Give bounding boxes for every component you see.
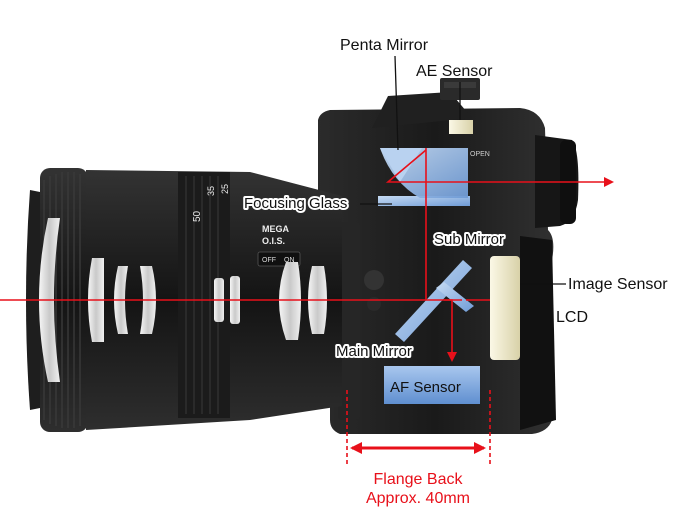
light-path	[0, 148, 614, 362]
lcd-label: LCD	[556, 309, 588, 326]
main-mirror-label: Main Mirror	[336, 343, 412, 360]
flange-back-distance-label: Approx. 40mm	[366, 490, 470, 507]
penta-mirror-leader	[394, 55, 399, 151]
lens-mount	[338, 222, 360, 420]
penta-mirror-label: Penta Mirror	[340, 37, 429, 54]
image-sensor-element	[490, 256, 520, 360]
af-sensor-label: AF Sensor	[390, 379, 461, 396]
flange-back-label: Flange Back	[374, 471, 464, 488]
focusing-glass-element	[378, 196, 470, 206]
sub-mirror-label: Sub Mirror	[434, 231, 504, 248]
af-sensor-element	[384, 366, 480, 404]
focal-25-marking: 25	[220, 184, 230, 194]
light-path-af-arrow	[444, 299, 457, 362]
ois-marking: O.I.S.	[262, 236, 285, 246]
internal-optics	[378, 120, 520, 404]
ois-on-label: ON	[284, 257, 295, 264]
ae-sensor-label: AE Sensor	[416, 63, 493, 80]
ae-sensor-element	[449, 120, 473, 134]
labels: Penta Mirror AE Sensor Focusing Glass Fo…	[242, 37, 668, 507]
sub-mirror-label-halo: Sub Mirror	[434, 231, 504, 248]
flange-back-dimension	[346, 390, 491, 466]
mega-marking: MEGA	[262, 224, 290, 234]
main-mirror-element	[395, 260, 472, 342]
focal-50-marking: 50	[192, 210, 203, 222]
sub-mirror-element	[436, 282, 474, 312]
ois-off-label: OFF	[262, 257, 276, 264]
open-marking: OPEN	[470, 151, 490, 158]
focal-35-marking: 35	[206, 186, 216, 196]
focusing-glass-label-halo: Focusing Glass	[244, 195, 347, 212]
lens-element	[279, 262, 301, 340]
focusing-glass-label: Focusing Glass	[244, 195, 347, 212]
main-mirror-label-halo: Main Mirror	[336, 343, 412, 360]
leader-lines	[360, 55, 566, 285]
light-path-prism	[385, 149, 468, 183]
image-sensor-label: Image Sensor	[568, 276, 668, 293]
